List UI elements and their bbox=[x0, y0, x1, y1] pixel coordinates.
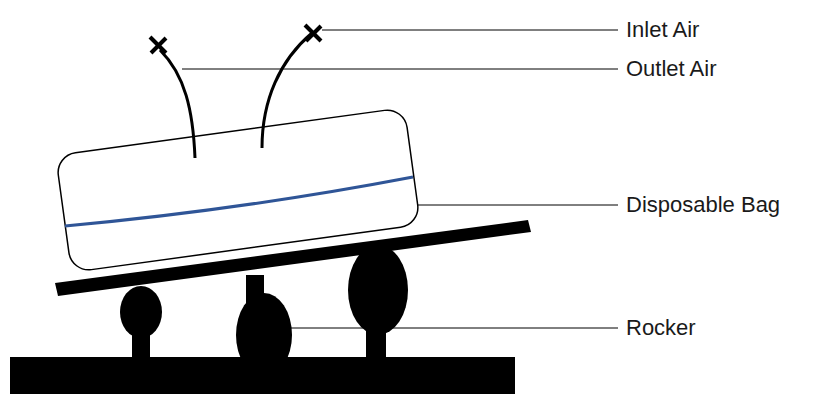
inlet-tube bbox=[262, 33, 312, 148]
disposable-bag bbox=[56, 108, 421, 273]
outlet-tube bbox=[160, 50, 195, 158]
leader-lines bbox=[182, 30, 618, 328]
filter-markers bbox=[150, 25, 321, 53]
outlet-label: Outlet Air bbox=[626, 58, 716, 80]
rocker-label: Rocker bbox=[626, 317, 696, 339]
inlet-label: Inlet Air bbox=[626, 19, 699, 41]
liquid-level bbox=[65, 177, 413, 226]
bag-label: Disposable Bag bbox=[626, 194, 780, 216]
